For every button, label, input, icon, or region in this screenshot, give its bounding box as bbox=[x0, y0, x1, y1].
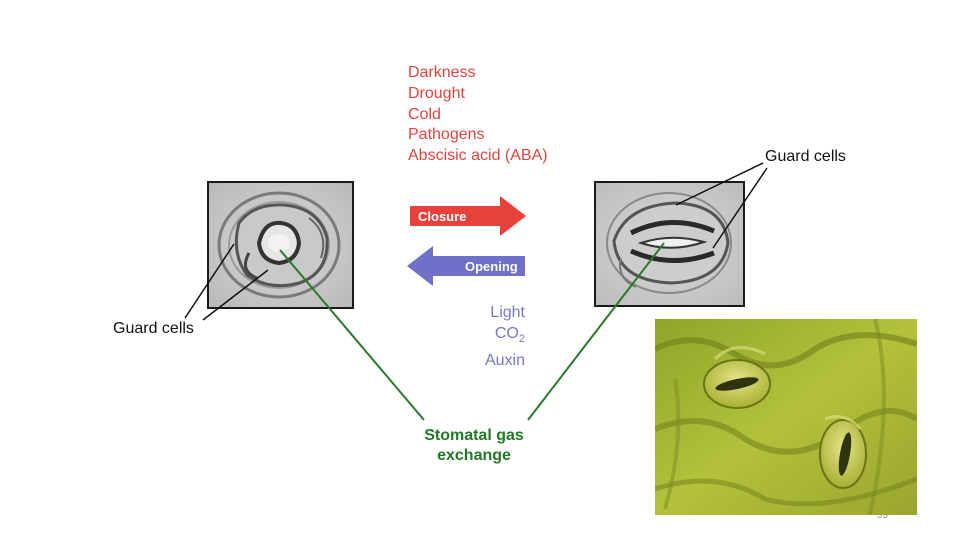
right-guard-pointer-1 bbox=[675, 162, 764, 206]
opening-arrow: Opening bbox=[407, 246, 525, 286]
opening-factors-list: Light CO2 Auxin bbox=[470, 302, 525, 371]
closure-arrow-label: Closure bbox=[418, 209, 466, 224]
left-guard-pointer-2 bbox=[202, 269, 269, 321]
slide-number: 33 bbox=[876, 510, 888, 521]
factor-darkness: Darkness bbox=[408, 64, 476, 81]
factor-pathogens: Pathogens bbox=[408, 126, 485, 144]
closure-arrow: Closure bbox=[410, 196, 526, 236]
factor-cold: Cold bbox=[408, 105, 441, 123]
stomatal-line-2: exchange bbox=[437, 447, 511, 464]
closed-stoma-micrograph bbox=[594, 181, 745, 307]
stomatal-gas-exchange-label: Stomatal gas exchange bbox=[404, 426, 544, 466]
factor-co2: CO2 bbox=[470, 323, 525, 350]
sem-stomata-photo bbox=[655, 319, 917, 515]
guard-cells-label-left: Guard cells bbox=[113, 320, 194, 337]
factor-light: Light bbox=[490, 304, 525, 321]
left-guard-pointer-1 bbox=[184, 243, 235, 319]
open-stoma-micrograph bbox=[207, 181, 354, 309]
factor-drought: Drought bbox=[408, 84, 465, 102]
stomatal-line-1: Stomatal gas bbox=[424, 427, 524, 444]
gas-line-right bbox=[527, 242, 665, 421]
stoma-lower bbox=[819, 419, 867, 489]
factor-auxin: Auxin bbox=[484, 352, 525, 369]
guard-cells-label-right: Guard cells bbox=[765, 148, 846, 165]
co2-main: CO bbox=[494, 325, 519, 342]
opening-arrow-label: Opening bbox=[465, 259, 518, 274]
co2-subscript: 2 bbox=[518, 333, 525, 345]
closing-factors-list: Darkness Drought Cold Pathogens Abscisic… bbox=[408, 63, 548, 167]
right-guard-pointer-2 bbox=[712, 167, 768, 249]
factor-aba: Abscisic acid (ABA) bbox=[408, 147, 548, 165]
stoma-upper bbox=[703, 359, 771, 409]
gas-line-left bbox=[279, 249, 425, 421]
